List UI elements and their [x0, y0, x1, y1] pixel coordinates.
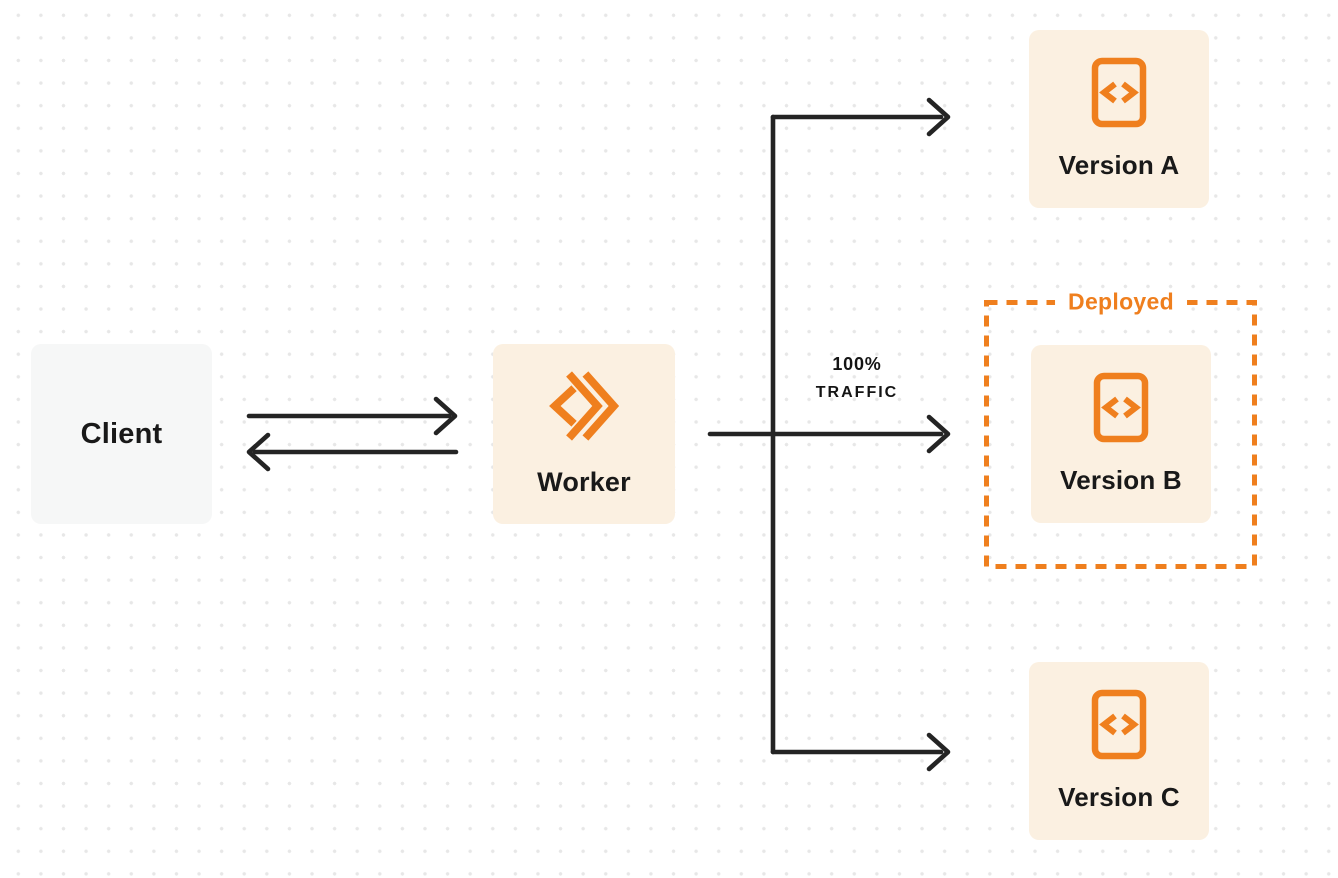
code-file-icon [1091, 57, 1147, 133]
version-c-node: Version C [1029, 662, 1209, 840]
worker-node: Worker [493, 344, 675, 524]
branch-version-a-arrow [770, 97, 951, 137]
version-b-node: Version B [1031, 345, 1211, 523]
traffic-word-label: TRAFFIC [815, 384, 899, 401]
client-to-worker-arrow [246, 396, 458, 436]
version-c-label: Version C [1058, 782, 1180, 812]
worker-traffic-arrow [707, 414, 951, 454]
cloudflare-workers-logo-icon [547, 370, 621, 447]
traffic-annotation: 100% TRAFFIC [816, 350, 898, 408]
code-file-icon [1091, 689, 1147, 765]
version-a-node: Version A [1029, 30, 1209, 208]
client-node: Client [31, 344, 212, 524]
code-file-icon [1093, 372, 1149, 448]
deployed-label: Deployed [1055, 288, 1187, 316]
branch-version-c-arrow [770, 732, 951, 772]
traffic-percent-label: 100% [832, 354, 882, 374]
client-label: Client [80, 417, 163, 450]
worker-label: Worker [537, 467, 631, 497]
version-b-label: Version B [1060, 465, 1182, 495]
version-a-label: Version A [1058, 150, 1180, 180]
worker-to-client-arrow [246, 432, 459, 472]
